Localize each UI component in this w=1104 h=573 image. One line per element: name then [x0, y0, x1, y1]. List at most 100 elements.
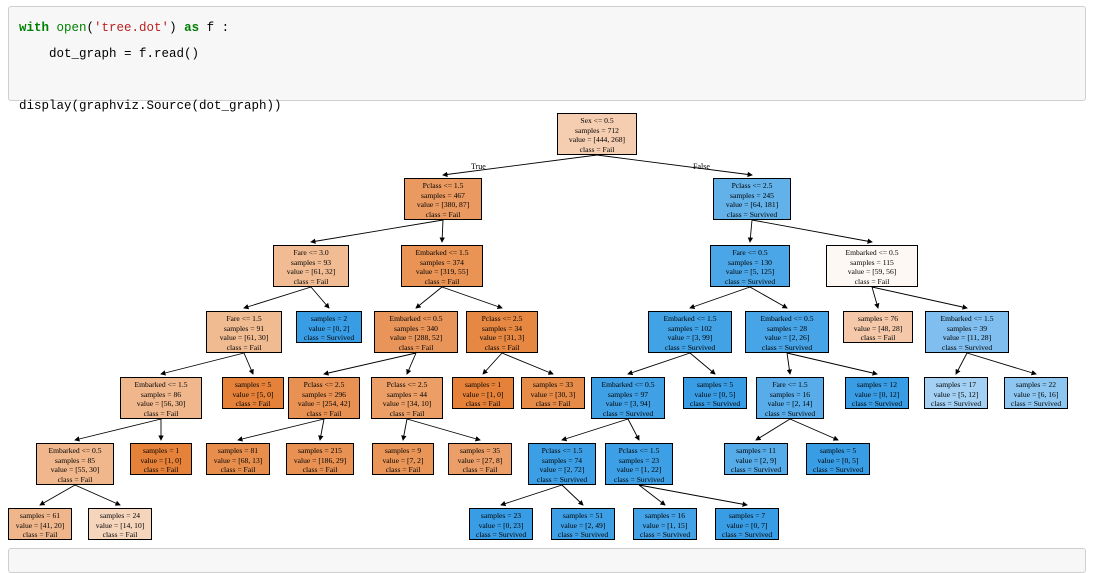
tree-node-line: class = Fail [465, 399, 501, 409]
tree-node-line: samples = 102 [668, 323, 712, 333]
tree-node-line: value = [319, 55] [415, 267, 469, 277]
tree-node-line: Embarked <= 0.5 [845, 248, 899, 257]
tree-edge [500, 484, 563, 507]
tree-node-line: class = Fail [226, 342, 262, 352]
code-text[interactable]: with open('tree.dot') as f : dot_graph =… [19, 15, 1079, 119]
tree-node-line: value = [55, 30] [50, 465, 100, 475]
tree-node-line: value = [1, 22] [616, 465, 662, 475]
tree-node-line: samples = 97 [607, 389, 649, 399]
tree-edge [415, 286, 443, 309]
tree-edge [751, 219, 873, 244]
tree-node-line: samples = 5 [819, 446, 857, 455]
tree-node-line: class = Survived [812, 465, 864, 475]
tree-node-line: Pclass <= 2.5 [731, 181, 773, 190]
tree-node-line: value = [0, 2] [308, 323, 350, 333]
tree-node-line: value = [2, 14] [767, 399, 813, 409]
tree-node-line: class = Survived [689, 399, 741, 409]
tree-node-line: value = [2, 49] [560, 520, 606, 530]
tree-node-line: class = Fail [57, 474, 93, 484]
tree-edge [638, 484, 748, 507]
code-cell-next[interactable] [8, 548, 1086, 573]
tree-node-line: value = [0, 23] [478, 520, 524, 530]
tree-edge [243, 286, 312, 310]
tree-node-line: Pclass <= 2.5 [386, 380, 428, 389]
code-cell-input[interactable]: with open('tree.dot') as f : dot_graph =… [8, 6, 1086, 113]
tree-node-line: samples = 34 [481, 323, 523, 333]
tree-edge [318, 418, 325, 441]
code-token: f : [199, 21, 230, 35]
code-token: with [19, 21, 57, 35]
tree-node-line: class = Survived [761, 342, 813, 352]
tree-node-line: samples = 61 [19, 511, 61, 520]
tree-node-line: class = Fail [385, 465, 421, 475]
tree-node-line: value = [59, 56] [847, 267, 897, 277]
tree-node-line: samples = 130 [728, 257, 772, 267]
code-token: open [56, 21, 87, 35]
tree-node-line: samples = 22 [1015, 380, 1057, 389]
tree-node-line: value = [2, 9] [735, 455, 777, 465]
tree-node-line: class = Fail [293, 276, 329, 286]
code-line: display(graphviz.Source(dot_graph)) [19, 93, 1079, 119]
tree-node-line: class = Survived [664, 342, 716, 352]
tree-node-line: samples = 16 [644, 511, 686, 520]
tree-node-line: samples = 74 [541, 455, 583, 465]
tree-node-line: Embarked <= 1.5 [940, 314, 994, 323]
tree-edge [323, 352, 417, 376]
tree-node-line: samples = 23 [480, 511, 522, 520]
tree-node-line: Fare <= 1.5 [772, 380, 808, 389]
tree-node-line: Fare <= 3.0 [293, 248, 329, 257]
tree-node-line: class = Fail [398, 342, 434, 352]
tree-node-line: class = Fail [389, 408, 425, 418]
tree-node-line: value = [31, 3] [479, 333, 525, 343]
tree-node-line: value = [30, 3] [530, 389, 576, 399]
tree-node-line: samples = 115 [850, 257, 894, 267]
tree-edge [596, 154, 753, 178]
code-line [19, 67, 1079, 93]
tree-node-line: Embarked <= 0.5 [389, 314, 443, 323]
tree-node-line: Embarked <= 1.5 [134, 380, 188, 389]
tree-node-line: class = Fail [462, 465, 498, 475]
tree-node-line: samples = 2 [310, 314, 348, 323]
tree-node-line: samples = 23 [618, 455, 660, 465]
tree-node-line: value = [27, 8] [457, 455, 503, 465]
tree-node-line: Embarked <= 0.5 [601, 380, 655, 389]
tree-node-line: class = Fail [102, 530, 138, 540]
tree-node-line: samples = 44 [386, 389, 428, 399]
tree-node-line: samples = 85 [54, 455, 96, 465]
tree-node-line: class = Survived [536, 474, 588, 484]
tree-edge [786, 352, 878, 376]
tree-edge [441, 286, 503, 310]
tree-edge [439, 219, 445, 243]
tree-node-line: Embarked <= 1.5 [663, 314, 717, 323]
tree-node-line: Pclass <= 1.5 [618, 446, 660, 455]
tree-edge [39, 484, 76, 506]
tree-node-line: samples = 91 [223, 323, 265, 333]
tree-node-line: value = [34, 10] [382, 399, 432, 409]
tree-edge [406, 352, 417, 375]
tree-node-line: Sex <= 0.5 [580, 116, 614, 125]
tree-edge [406, 418, 481, 442]
tree-node-line: samples = 7 [728, 511, 766, 520]
